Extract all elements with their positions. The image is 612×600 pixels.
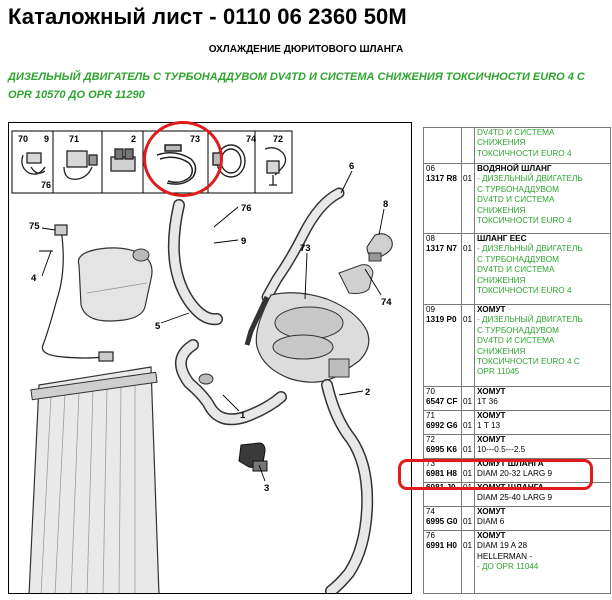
- pushpin-clip-72-drawing: [264, 147, 287, 186]
- part-code: 1319 P0: [426, 315, 457, 325]
- part-qty: 01: [463, 421, 473, 430]
- part-qty: 01: [463, 445, 473, 454]
- clip-2-drawing: [110, 148, 136, 172]
- parts-table: DV4TD И СИСТЕМА СНИЖЕНИЯ ТОКСИЧНОСТИ EUR…: [423, 127, 611, 594]
- part-name: ХОМУТ: [477, 507, 506, 516]
- diagram-drawing: 70 9 76 71 2 73 74 72: [11, 130, 393, 593]
- water-outlet-housing-drawing: [255, 264, 374, 383]
- section-subtitle: ОХЛАЖДЕНИЕ ДЮРИТОВОГО ШЛАНГА: [208, 44, 404, 55]
- page-title: Каталожный лист - 0110 06 2360 50M: [8, 4, 407, 29]
- part-detail: 10---0.5---2.5: [477, 445, 526, 455]
- part-note: - ДО OPR 11044: [477, 562, 539, 572]
- part-qty: 01: [463, 469, 473, 478]
- row-index: 76: [426, 531, 435, 540]
- sensor-8-drawing: [366, 233, 393, 262]
- leader-lines: [41, 170, 385, 482]
- inset-label-76: 76: [41, 180, 51, 190]
- part-name: ХОМУТ: [477, 305, 506, 314]
- row-index: 06: [426, 164, 435, 173]
- hose-2-drawing: [321, 379, 374, 593]
- inset-label-70: 70: [18, 134, 28, 144]
- carry-over-note: DV4TD И СИСТЕМА СНИЖЕНИЯ ТОКСИЧНОСТИ EUR…: [474, 127, 611, 164]
- part-name: ХОМУТ: [477, 411, 506, 420]
- part-qty: 01: [463, 174, 473, 183]
- part-name: ХОМУТ: [477, 435, 506, 444]
- callout-3: 3: [264, 483, 269, 494]
- row-index: 08: [426, 234, 435, 243]
- part-code: 6995 K6: [426, 445, 457, 455]
- part-name: ВОДЯНОЙ ШЛАНГ: [477, 164, 552, 173]
- hose-6-drawing: [244, 187, 345, 346]
- exploded-diagram: 70 9 76 71 2 73 74 72: [8, 122, 412, 594]
- callout-4: 4: [31, 273, 37, 284]
- row-index: 70: [426, 387, 435, 396]
- row-index: 71: [426, 411, 435, 420]
- hose-1-drawing: [175, 339, 287, 426]
- inset-label-72: 72: [273, 134, 283, 144]
- part-name: ХОМУТ: [477, 531, 506, 540]
- row-index: 73: [426, 459, 435, 468]
- part-code: 6547 CF: [426, 397, 458, 407]
- bracket-3-drawing: [238, 442, 268, 472]
- table-row: DV4TD И СИСТЕМА СНИЖЕНИЯ ТОКСИЧНОСТИ EUR…: [423, 127, 611, 164]
- part-note: - ДИЗЕЛЬНЫЙ ДВИГАТЕЛЬ С ТУРБОНАДДУВОМ DV…: [477, 244, 583, 296]
- clip-70-drawing: [21, 152, 46, 175]
- highlight-circle-part-73: [143, 121, 223, 197]
- row-index: 74: [426, 507, 435, 516]
- part-code: 6992 G6: [426, 421, 458, 431]
- application-line-2: OPR 10570 ДО OPR 11290: [8, 89, 145, 101]
- part-detail: 1 T 13: [477, 421, 501, 431]
- callout-8: 8: [383, 199, 388, 210]
- inset-label-71: 71: [69, 134, 79, 144]
- part-detail: DIAM 19 A 28 HELLERMAN -: [477, 541, 533, 561]
- callout-74: 74: [381, 297, 392, 308]
- part-detail: DIAM 25-40 LARG 9: [477, 493, 553, 503]
- callout-9: 9: [241, 236, 246, 247]
- part-code: 1317 N7: [426, 244, 457, 254]
- part-qty: 01: [463, 541, 473, 550]
- part-detail: DIAM 6: [477, 517, 505, 527]
- part-note: - ДИЗЕЛЬНЫЙ ДВИГАТЕЛЬ С ТУРБОНАДДУВОМ DV…: [477, 174, 583, 226]
- application-line-1: ДИЗЕЛЬНЫЙ ДВИГАТЕЛЬ С ТУРБОНАДДУВОМ DV4T…: [8, 71, 585, 83]
- part-detail: DIAM 20-32 LARG 9: [477, 469, 553, 479]
- inset-label-2: 2: [131, 134, 136, 144]
- row-index: 72: [426, 435, 435, 444]
- part-detail: 1T 36: [477, 397, 498, 407]
- part-qty: 01: [463, 517, 473, 526]
- callout-6: 6: [349, 161, 354, 172]
- radiator-drawing: [28, 366, 160, 593]
- part-qty: 01: [463, 315, 473, 324]
- callout-5: 5: [155, 321, 161, 332]
- hose-5-drawing: [167, 199, 223, 326]
- expansion-tank-drawing: [77, 247, 153, 322]
- callout-73: 73: [300, 243, 311, 254]
- part-name: ХОМУТ ШЛАНГА: [477, 459, 544, 468]
- clip-71-drawing: [63, 150, 98, 180]
- part-name: ХОМУТ: [477, 387, 506, 396]
- part-qty: 01: [463, 397, 473, 406]
- inset-label-9: 9: [44, 134, 49, 144]
- part-note: - ДИЗЕЛЬНЫЙ ДВИГАТЕЛЬ С ТУРБОНАДДУВОМ DV…: [477, 315, 583, 377]
- callout-75: 75: [29, 221, 40, 232]
- highlight-row-part-73: [398, 459, 593, 490]
- inset-label-74: 74: [246, 134, 256, 144]
- callout-76: 76: [241, 203, 252, 214]
- row-index: 09: [426, 305, 435, 314]
- callout-2: 2: [365, 387, 370, 398]
- part-code: 6981 H8: [426, 469, 457, 479]
- part-code: 6995 G0: [426, 517, 458, 527]
- part-code: 1317 R8: [426, 174, 457, 184]
- part-qty: 01: [463, 244, 473, 253]
- part-name: ШЛАНГ ЕЕС: [477, 234, 527, 243]
- callout-1: 1: [240, 410, 246, 421]
- part-code: 6991 H0: [426, 541, 457, 551]
